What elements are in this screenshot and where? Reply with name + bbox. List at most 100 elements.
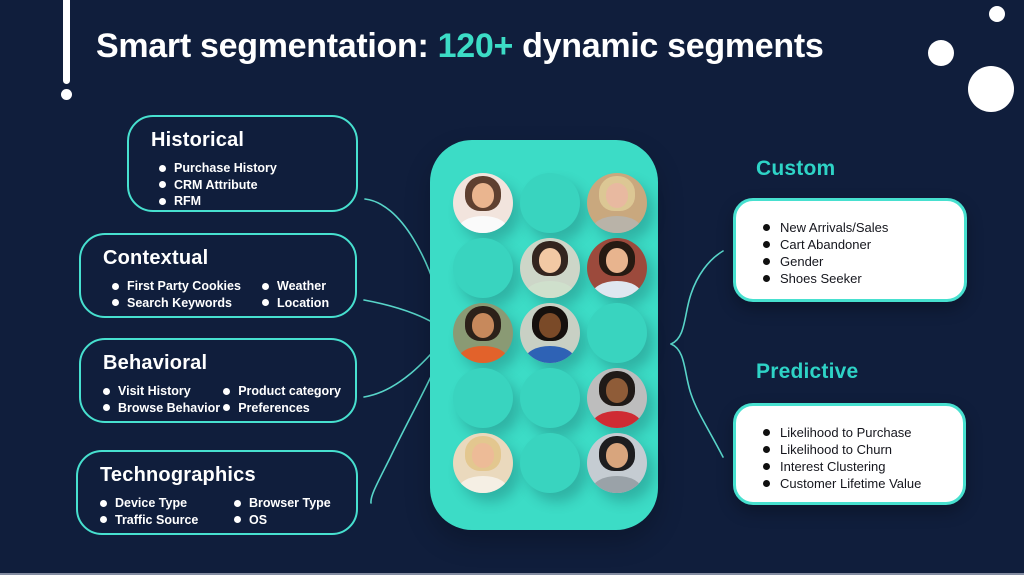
empty-slot [520, 433, 580, 493]
avatar-face [538, 248, 562, 273]
decor-circle-medium [928, 40, 954, 66]
bullet-label: Shoes Seeker [780, 271, 862, 286]
avatar-face [605, 378, 629, 403]
title-text-after: dynamic segments [513, 27, 824, 65]
avatar-face [605, 248, 629, 273]
bullet-icon [763, 224, 770, 231]
avatar-face [471, 313, 495, 338]
empty-slot [520, 368, 580, 428]
category-title: Contextual [103, 247, 209, 269]
bullet-icon [112, 282, 119, 290]
bullet-label: Purchase History [174, 161, 277, 175]
bullet-icon [234, 516, 241, 524]
accent-dot [61, 89, 72, 100]
bullet-label: Interest Clustering [780, 459, 886, 474]
bullet-label: Product category [238, 384, 341, 398]
avatar-photo [453, 433, 513, 493]
bullet-item: Likelihood to Purchase [763, 424, 951, 441]
avatar-shirt [524, 281, 576, 298]
bullet-label: Browse Behavior [118, 400, 221, 415]
page-title: Smart segmentation: 120+ dynamic segment… [96, 27, 824, 66]
bullet-label: OS [249, 512, 268, 527]
bullet-item: Location [262, 295, 329, 312]
bullet-label: Gender [780, 254, 824, 269]
avatar-photo [453, 173, 513, 233]
bullet-label: Location [277, 295, 330, 310]
bullet-item: Purchase History [159, 160, 277, 177]
bullet-item: Browser Type [234, 495, 331, 512]
avatar-photo [520, 303, 580, 363]
bullet-icon [763, 463, 770, 470]
empty-slot [453, 238, 513, 298]
decor-circle-large [968, 66, 1014, 112]
bullet-icon [234, 499, 241, 507]
bullet-label: Customer Lifetime Value [780, 476, 922, 491]
bullet-item: Visit History [103, 383, 223, 400]
bullet-icon [763, 258, 770, 265]
bullet-icon [763, 480, 770, 487]
category-title: Technographics [100, 464, 256, 486]
bullet-label: Browser Type [249, 496, 331, 510]
avatar-photo [587, 173, 647, 233]
bullet-label: Likelihood to Purchase [780, 425, 912, 440]
connector-brace-predictive [670, 343, 724, 458]
bullet-item: Cart Abandoner [763, 236, 952, 253]
bullet-item: Likelihood to Churn [763, 441, 951, 458]
bullet-label: Search Keywords [127, 295, 232, 310]
audience-grid [453, 173, 647, 493]
bullet-item: New Arrivals/Sales [763, 219, 952, 236]
audience-panel [430, 140, 658, 530]
avatar-photo [587, 238, 647, 298]
bullet-item: First Party Cookies [112, 278, 262, 295]
bullet-item: Traffic Source [100, 512, 234, 529]
bullet-icon [262, 282, 269, 290]
bullet-icon [223, 404, 231, 412]
avatar-photo [453, 303, 513, 363]
bullet-item: RFM [159, 193, 277, 210]
bullet-icon [100, 516, 107, 524]
bullet-item: Preferences [223, 400, 341, 417]
bullet-icon [763, 446, 770, 453]
avatar-shirt [591, 476, 643, 493]
section-title-predictive: Predictive [756, 360, 859, 383]
avatar-face [538, 313, 562, 338]
bullet-item: Device Type [100, 495, 234, 512]
bullet-icon [100, 499, 107, 507]
bullet-icon [103, 387, 110, 395]
bullet-icon [763, 429, 770, 436]
empty-slot [520, 173, 580, 233]
avatar-shirt [591, 281, 643, 298]
accent-bar [63, 0, 70, 84]
bullet-icon [112, 299, 119, 307]
avatar-face [605, 183, 629, 208]
bullet-icon [763, 241, 770, 248]
avatar-face [471, 183, 495, 208]
bullet-label: Weather [277, 279, 327, 293]
bullet-icon [262, 299, 269, 307]
slide-bottom-edge [0, 573, 1024, 575]
avatar-shirt [457, 216, 509, 233]
avatar-shirt [457, 346, 509, 363]
bullet-item: CRM Attribute [159, 177, 277, 194]
bullet-icon [159, 164, 166, 172]
bullet-label: Cart Abandoner [780, 237, 872, 252]
bullet-item: Search Keywords [112, 295, 262, 312]
bullet-item: Shoes Seeker [763, 270, 952, 287]
bullet-icon [763, 275, 770, 282]
bullet-label: RFM [174, 194, 202, 208]
bullet-icon [159, 197, 166, 205]
